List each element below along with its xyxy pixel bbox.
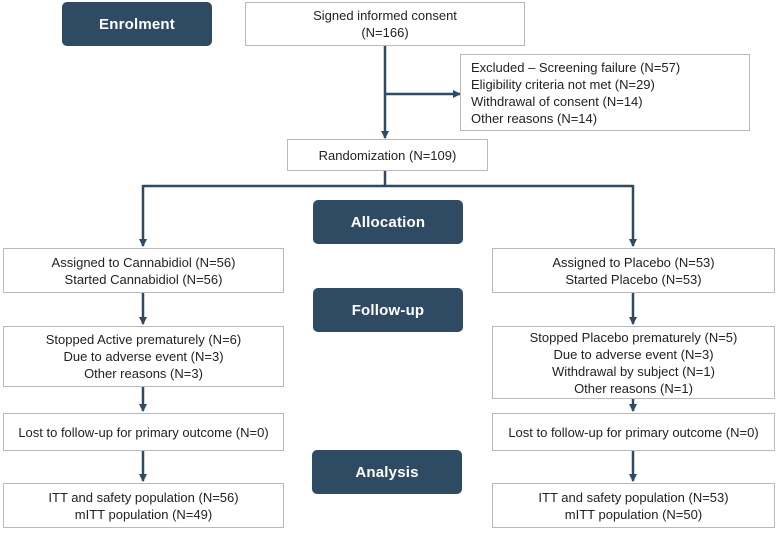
stage-enrolment: Enrolment xyxy=(62,2,212,46)
consent-line-2: (N=166) xyxy=(361,25,409,40)
cannabidiol-lost-line: Lost to follow-up for primary outcome (N… xyxy=(18,424,269,440)
cannabidiol-stopped-line: Due to adverse event (N=3) xyxy=(63,349,224,364)
placebo-lost-line: Lost to follow-up for primary outcome (N… xyxy=(508,424,759,440)
cannabidiol-lost-box: Lost to follow-up for primary outcome (N… xyxy=(3,413,284,451)
stage-analysis: Analysis xyxy=(312,450,462,494)
placebo-itt-line: ITT and safety population (N=53) xyxy=(538,489,729,505)
cannabidiol-started-line: Started Cannabidiol (N=56) xyxy=(64,271,223,287)
placebo-stopped-line: Due to adverse event (N=3) xyxy=(553,346,714,362)
cannabidiol-itt-line: ITT and safety population (N=56) xyxy=(48,489,239,505)
stage-enrolment-label: Enrolment xyxy=(99,15,175,33)
cannabidiol-stopped-box: Stopped Active prematurely (N=6) Due to … xyxy=(3,326,284,387)
stage-follow-up: Follow-up xyxy=(313,288,463,332)
cannabidiol-assigned-line: Assigned to Cannabidiol (N=56) xyxy=(51,254,236,270)
placebo-stopped-box: Stopped Placebo prematurely (N=5) Due to… xyxy=(492,326,775,399)
stage-follow-up-label: Follow-up xyxy=(351,301,425,319)
cannabidiol-stopped-line: Stopped Active prematurely (N=6) xyxy=(45,332,242,347)
placebo-stopped-line: Other reasons (N=1) xyxy=(574,380,693,396)
placebo-stopped-line: Withdrawal by subject (N=1) xyxy=(552,363,715,379)
consent-line-1: Signed informed consent xyxy=(313,8,457,23)
placebo-lost-box: Lost to follow-up for primary outcome (N… xyxy=(492,413,775,451)
cannabidiol-stopped-line: Other reasons (N=3) xyxy=(84,366,203,381)
placebo-assigned-line: Assigned to Placebo (N=53) xyxy=(552,254,715,270)
randomization-box: Randomization (N=109) xyxy=(287,139,488,171)
placebo-analysis-box: ITT and safety population (N=53) mITT po… xyxy=(492,483,775,528)
excluded-box: Excluded – Screening failure (N=57) Elig… xyxy=(460,54,750,131)
placebo-assigned-box: Assigned to Placebo (N=53) Started Place… xyxy=(492,248,775,293)
stage-allocation-label: Allocation xyxy=(350,213,426,231)
placebo-mitt-line: mITT population (N=50) xyxy=(564,506,703,522)
cannabidiol-mitt-line: mITT population (N=49) xyxy=(74,506,213,522)
stage-analysis-label: Analysis xyxy=(355,463,419,481)
excluded-line: Withdrawal of consent (N=14) xyxy=(471,93,643,109)
excluded-line: Eligibility criteria not met (N=29) xyxy=(471,76,655,92)
stage-allocation: Allocation xyxy=(313,200,463,244)
cannabidiol-assigned-box: Assigned to Cannabidiol (N=56) Started C… xyxy=(3,248,284,293)
randomization-label: Randomization (N=109) xyxy=(318,147,457,163)
placebo-stopped-line: Stopped Placebo prematurely (N=5) xyxy=(529,329,738,345)
placebo-started-line: Started Placebo (N=53) xyxy=(565,271,702,287)
consent-box: Signed informed consent (N=166) xyxy=(245,2,525,46)
excluded-line: Other reasons (N=14) xyxy=(471,110,598,126)
excluded-line: Excluded – Screening failure (N=57) xyxy=(471,59,681,75)
cannabidiol-analysis-box: ITT and safety population (N=56) mITT po… xyxy=(3,483,284,528)
